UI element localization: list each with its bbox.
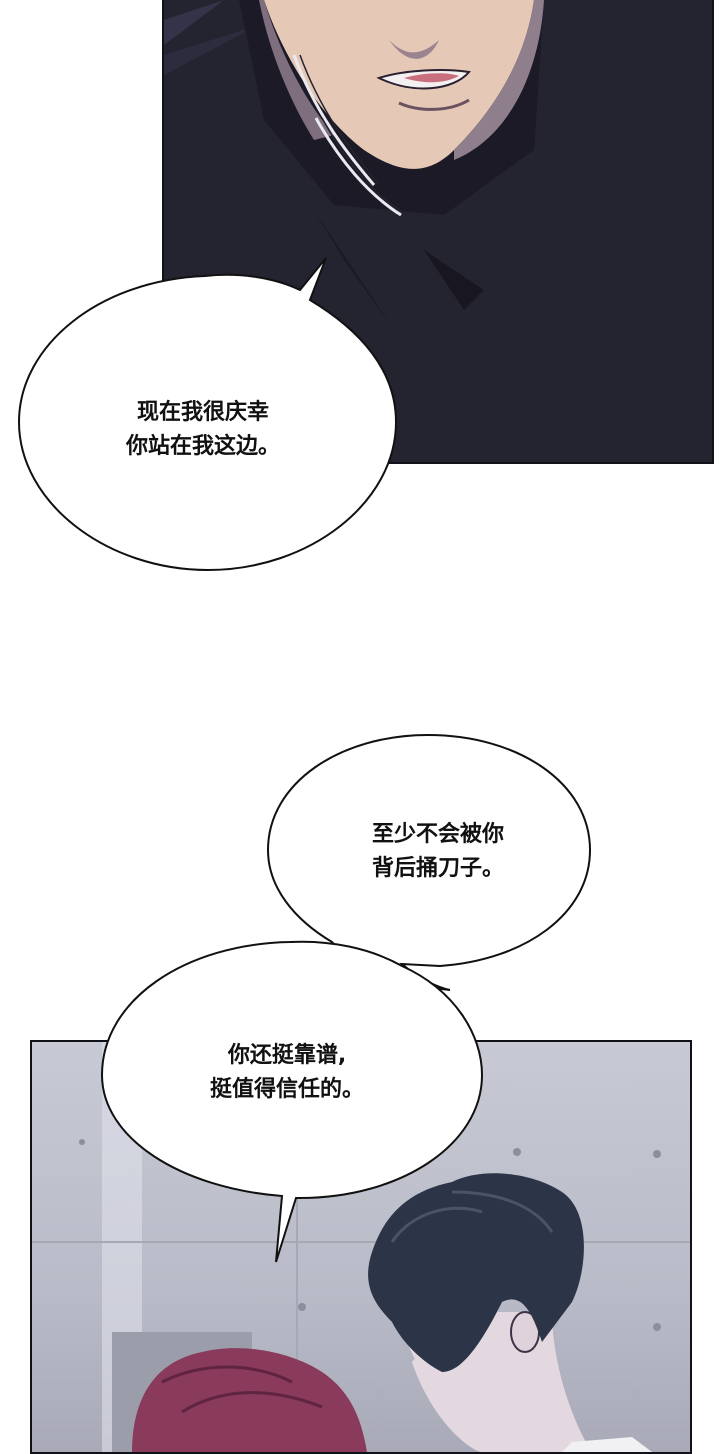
bubble-2-line-1: 至少不会被你	[371, 822, 504, 847]
panel-closeup	[162, 0, 714, 464]
bubble-3-line-1: 你还挺靠谱,	[227, 1043, 347, 1068]
speech-bubble-3: 你还挺靠谱, 挺值得信任的。	[180, 1039, 394, 1107]
bubble-1-line-2: 你站在我这边。	[125, 434, 280, 459]
bubble-2-line-2: 背后捅刀子。	[371, 856, 504, 881]
speech-bubble-2: 至少不会被你 背后捅刀子。	[340, 818, 536, 886]
bubble-3-line-2: 挺值得信任的。	[209, 1077, 364, 1102]
speech-bubble-1: 现在我很庆幸 你站在我这边。	[96, 396, 310, 464]
bubble-1-line-1: 现在我很庆幸	[136, 400, 269, 425]
closeup-artwork	[164, 0, 544, 330]
